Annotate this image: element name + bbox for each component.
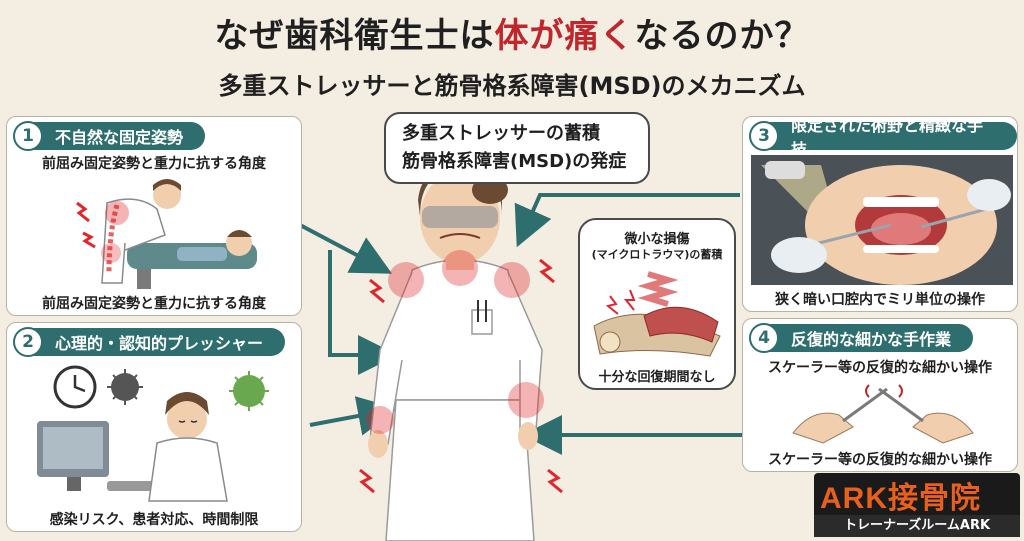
hygienist-leaning-illustration bbox=[76, 179, 257, 289]
brand-logo-sub: トレーナーズルームARK bbox=[814, 515, 1020, 537]
panel-posture: 1 不自然な固定姿勢 前屈み固定姿勢と重力に抗する角度 前屈み固定姿勢と重力に抗… bbox=[6, 116, 302, 316]
panel-field: 3 限定された術野と精緻な手技 狭く暗い口腔内でミリ単位の操作 bbox=[742, 116, 1018, 312]
panel-posture-head: 1 不自然な固定姿勢 bbox=[13, 119, 206, 153]
bubble-line-stress: 多重ストレッサーの蓄積 bbox=[402, 123, 600, 144]
arrow-panel1 bbox=[299, 223, 393, 274]
panel-caption-bottom: 感染リスク、患者対応、時間制限 bbox=[49, 512, 259, 528]
pain-spot-neck bbox=[442, 250, 478, 286]
panel-field-head: 3 限定された術野と精緻な手技 bbox=[749, 117, 1017, 159]
stressor-speech-bubble: 多重ストレッサーの蓄積 筋骨格系障害(MSD)の発症 bbox=[384, 112, 650, 184]
brand-logo: ARK接骨院 トレーナーズルームARK bbox=[814, 473, 1020, 537]
hygienist-in-pain-figure bbox=[359, 162, 563, 541]
page-subtitle: 多重ストレッサーと筋骨格系障害(MSD)のメカニズム bbox=[218, 72, 806, 100]
panel-pressure-head: 2 心理的・認知的プレッシャー bbox=[13, 325, 286, 359]
pain-spot-left-shoulder bbox=[388, 262, 424, 298]
stressed-worker-illustration bbox=[37, 365, 269, 502]
panel-number: 3 bbox=[749, 121, 779, 151]
bubble-line-msd: 筋骨格系障害(MSD)の発症 bbox=[402, 151, 627, 172]
panel-pressure: 2 心理的・認知的プレッシャー 感染リスク、患者対応、時間制限 bbox=[6, 322, 302, 532]
panel-caption-top: スケーラー等の反復的な細かい操作 bbox=[768, 360, 992, 376]
panel-number: 4 bbox=[749, 323, 779, 353]
panel-repetitive: 4 反復的な細かな手作業 スケーラー等の反復的な細かい操作 スケーラー等の反復的… bbox=[742, 318, 1018, 472]
panel-number: 1 bbox=[13, 121, 43, 151]
arrow-panel3 bbox=[514, 193, 740, 248]
panel-heading: 不自然な固定姿勢 bbox=[29, 122, 206, 150]
oral-cavity-illustration bbox=[751, 155, 1013, 285]
panel-caption-bottom: 前屈み固定姿勢と重力に抗する角度 bbox=[42, 296, 266, 312]
panel-caption-bottom: 狭く暗い口腔内でミリ単位の操作 bbox=[775, 292, 985, 308]
pain-spot-right-shoulder bbox=[494, 262, 530, 298]
panel-caption-bottom: スケーラー等の反復的な細かい操作 bbox=[768, 452, 992, 468]
title-part1: なぜ歯科衛生士は bbox=[214, 16, 495, 56]
panel-heading: 限定された術野と精緻な手技 bbox=[765, 117, 1017, 159]
pain-spot-lower-back bbox=[508, 382, 544, 418]
micro-line-accumulation: (マイクロトラウマ)の蓄積 bbox=[591, 248, 723, 261]
brand-logo-main: ARK接骨院 bbox=[820, 482, 981, 515]
title-part2: なるのか？ bbox=[634, 16, 810, 56]
hands-scaler-illustration bbox=[792, 384, 974, 444]
panel-number: 2 bbox=[13, 327, 43, 357]
panel-repetitive-head: 4 反復的な細かな手作業 bbox=[749, 321, 974, 355]
micro-line-damage: 微小な損傷 bbox=[624, 232, 690, 247]
muscle-tissue-icon bbox=[593, 271, 721, 357]
arrow-panel2 bbox=[328, 250, 398, 375]
microtrauma-bubble: 微小な損傷 (マイクロトラウマ)の蓄積 十分な回復期間なし bbox=[578, 218, 736, 390]
panel-heading: 反復的な細かな手作業 bbox=[765, 324, 974, 352]
panel-caption-top: 前屈み固定姿勢と重力に抗する角度 bbox=[42, 156, 266, 172]
panel-heading: 心理的・認知的プレッシャー bbox=[29, 328, 286, 356]
micro-line-no-recovery: 十分な回復期間なし bbox=[598, 370, 716, 385]
page-title: なぜ歯科衛生士は体が痛くなるのか？ bbox=[0, 8, 1024, 57]
pain-spot-left-wrist bbox=[366, 406, 394, 434]
title-highlight: 体が痛く bbox=[494, 16, 635, 56]
